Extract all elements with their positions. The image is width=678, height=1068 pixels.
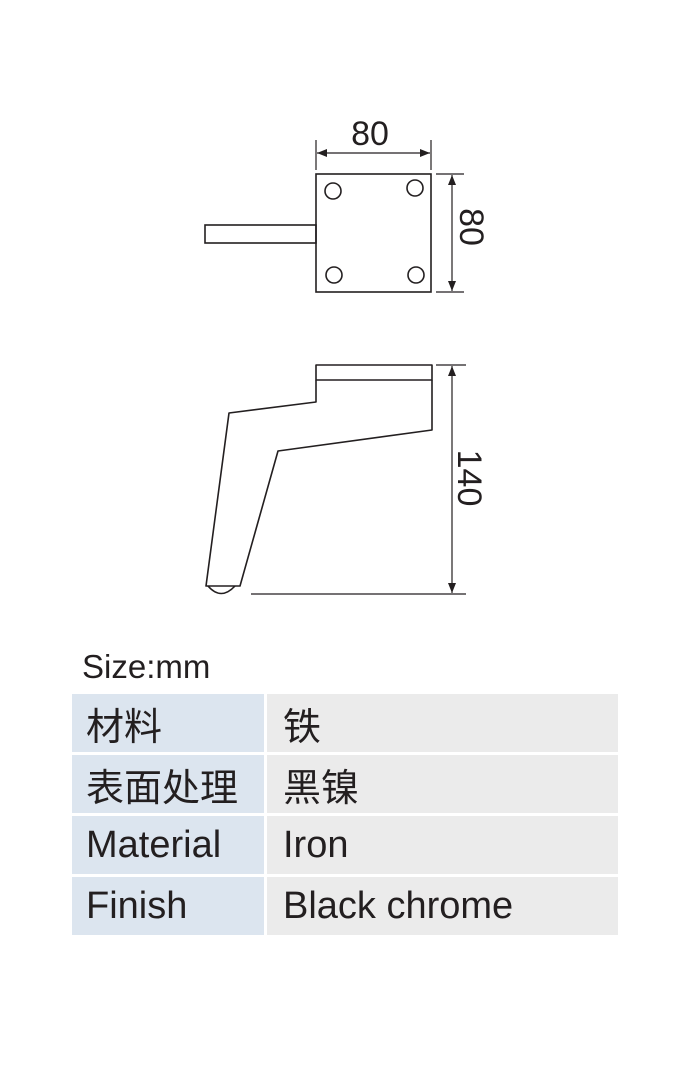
size-unit-label: Size:mm — [82, 648, 211, 685]
screw-hole — [406, 179, 424, 197]
spec-key: 表面处理 — [72, 753, 267, 816]
spec-value: 黑镍 — [265, 753, 618, 816]
spec-value: Iron — [265, 814, 618, 877]
spec-key: 材料 — [72, 694, 267, 755]
foot-glide — [207, 585, 236, 595]
screw-hole — [325, 266, 343, 284]
leg-stub — [204, 224, 317, 244]
table-row: Finish Black chrome — [72, 875, 618, 938]
spec-value: 铁 — [265, 694, 618, 755]
dim-top-width: 80 — [351, 115, 389, 153]
table-row: Material Iron — [72, 814, 618, 877]
top-plate — [315, 364, 433, 381]
spec-value: Black chrome — [265, 875, 618, 938]
screw-hole — [407, 266, 425, 284]
technical-drawing: 80 80 140 — [204, 115, 490, 595]
leg-profile — [205, 380, 433, 587]
table-row: 表面处理 黑镍 — [72, 753, 618, 816]
dim-top-height: 80 — [452, 208, 490, 246]
spec-key: Finish — [72, 875, 267, 938]
side-view — [205, 364, 466, 595]
screw-hole — [324, 182, 342, 200]
spec-table: 材料 铁 表面处理 黑镍 Material Iron Finish Black … — [72, 694, 618, 938]
spec-key: Material — [72, 814, 267, 877]
table-row: 材料 铁 — [72, 694, 618, 755]
mounting-plate — [315, 173, 432, 293]
top-view — [204, 140, 464, 293]
dim-side-height: 140 — [450, 450, 488, 507]
